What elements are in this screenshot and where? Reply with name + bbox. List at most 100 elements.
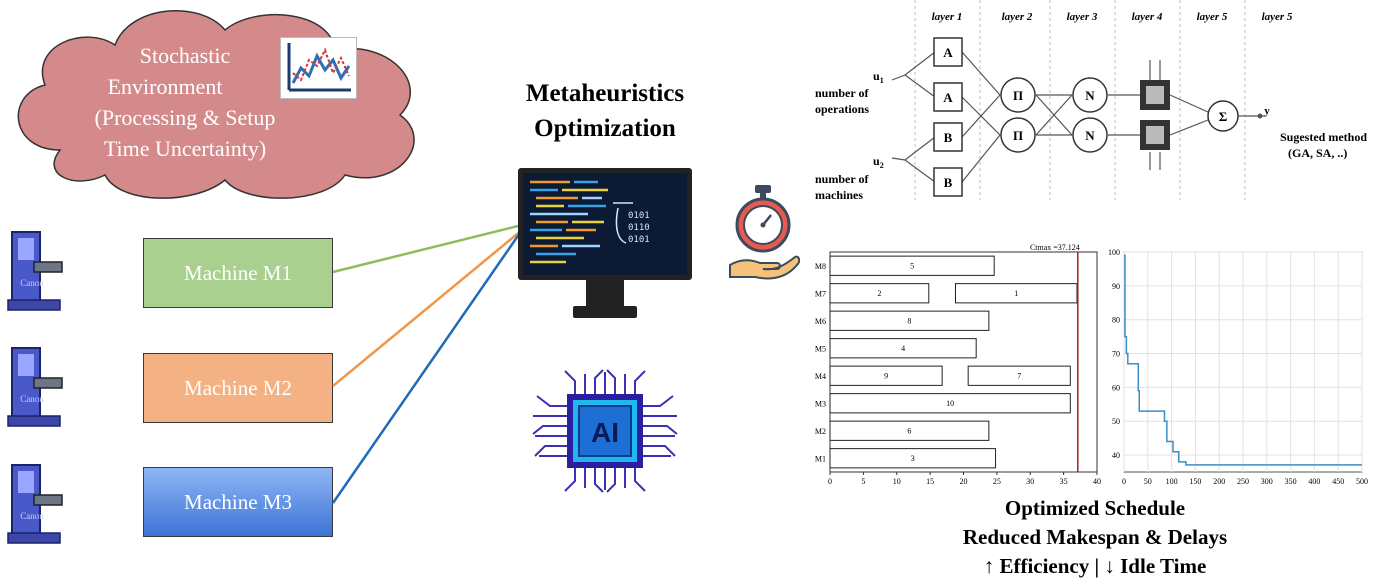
gantt-machine-label: M2 bbox=[815, 427, 826, 436]
conv-x-tick-label: 150 bbox=[1189, 477, 1201, 486]
gantt-task-bar bbox=[829, 310, 990, 331]
machine-icon-label: Canon bbox=[20, 278, 44, 288]
ai-chip-icon: AI bbox=[532, 369, 678, 493]
gantt-task-label: 4 bbox=[901, 344, 905, 353]
output-label: (GA, SA, ..) bbox=[1288, 146, 1347, 160]
conv-y-tick-label: 70 bbox=[1112, 350, 1120, 359]
conv-x-tick-label: 0 bbox=[1122, 477, 1126, 486]
machine-tool-icon: Canon bbox=[7, 231, 63, 311]
gantt-machine-label: M1 bbox=[815, 454, 826, 463]
svg-text:A: A bbox=[943, 90, 953, 105]
conv-x-tick-label: 50 bbox=[1144, 477, 1152, 486]
gantt-task-bar bbox=[829, 338, 977, 359]
svg-text:0101: 0101 bbox=[628, 211, 650, 221]
svg-text:Π: Π bbox=[1013, 88, 1023, 103]
layer-label: layer 5 bbox=[1262, 11, 1293, 23]
gantt-x-tick-label: 30 bbox=[1026, 477, 1034, 486]
gantt-x-tick-label: 20 bbox=[960, 477, 968, 486]
computer-monitor-icon: 0101 0110 0101 bbox=[518, 168, 692, 318]
gantt-task-label: 8 bbox=[907, 317, 911, 326]
gantt-task-bar bbox=[829, 255, 995, 276]
input-label: machines bbox=[815, 188, 863, 202]
stopwatch-hand-icon bbox=[729, 185, 800, 280]
svg-text:Σ: Σ bbox=[1219, 109, 1228, 124]
connector-m3 bbox=[331, 229, 524, 504]
summary-text: Optimized Schedule Reduced Makespan & De… bbox=[900, 494, 1290, 581]
gantt-machine-label: M7 bbox=[815, 289, 826, 298]
gantt-x-tick-label: 0 bbox=[828, 477, 832, 486]
layer-label: layer 3 bbox=[1067, 11, 1098, 23]
conv-x-tick-label: 200 bbox=[1213, 477, 1225, 486]
gantt-task-label: 2 bbox=[877, 289, 881, 298]
machine-m2-box: Machine M2 bbox=[143, 353, 333, 423]
anfis-output-y: y bbox=[1264, 105, 1270, 117]
metaheuristics-title: Metaheuristics Optimization bbox=[505, 76, 705, 146]
gantt-machine-label: M6 bbox=[815, 317, 826, 326]
gantt-x-tick-label: 5 bbox=[861, 477, 865, 486]
summary-line: Reduced Makespan & Delays bbox=[962, 525, 1228, 549]
machine-m1-box: Machine M1 bbox=[143, 238, 333, 308]
gantt-task-bar bbox=[829, 420, 990, 441]
conv-y-tick-label: 50 bbox=[1112, 417, 1120, 426]
gantt-machine-label: M3 bbox=[815, 399, 826, 408]
layer-label: layer 2 bbox=[1002, 11, 1033, 23]
conv-x-tick-label: 500 bbox=[1356, 477, 1368, 486]
title-line: Optimization bbox=[534, 115, 676, 142]
gantt-task-label: 7 bbox=[1017, 372, 1021, 381]
gantt-x-tick-label: 35 bbox=[1060, 477, 1068, 486]
gantt-machine-label: M5 bbox=[815, 344, 826, 353]
gantt-machine-label: M4 bbox=[815, 372, 826, 381]
cloud-line: Time Uncertainty) bbox=[103, 136, 267, 161]
summary-line: ↑ Efficiency | ↓ Idle Time bbox=[983, 554, 1207, 578]
svg-text:0110: 0110 bbox=[628, 223, 650, 233]
svg-text:A: A bbox=[943, 45, 953, 60]
gantt-machine-label: M8 bbox=[815, 262, 826, 271]
machine-tool-icon: Canon bbox=[7, 347, 63, 427]
conv-series-line bbox=[1124, 254, 1362, 466]
connector-m2 bbox=[332, 229, 523, 387]
uncertainty-chart-icon bbox=[280, 37, 357, 99]
gantt-task-label: 3 bbox=[911, 454, 915, 463]
gantt-x-tick-label: 40 bbox=[1093, 477, 1101, 486]
svg-text:N: N bbox=[1085, 88, 1095, 103]
input-u2: u2 bbox=[873, 154, 884, 170]
cloud-line: Stochastic bbox=[139, 43, 231, 68]
gantt-task-label: 6 bbox=[907, 427, 911, 436]
conv-x-tick-label: 350 bbox=[1285, 477, 1297, 486]
gantt-task-label: 1 bbox=[1014, 289, 1018, 298]
gantt-x-tick-label: 25 bbox=[993, 477, 1001, 486]
conv-y-tick-label: 80 bbox=[1112, 316, 1120, 325]
layer-label: layer 1 bbox=[932, 11, 963, 23]
conv-x-tick-label: 450 bbox=[1332, 477, 1344, 486]
conv-y-tick-label: 60 bbox=[1112, 383, 1120, 392]
input-u1: u1 bbox=[873, 69, 884, 85]
input-label: number of bbox=[815, 86, 869, 100]
gantt-task-bar bbox=[829, 283, 930, 304]
summary-line: Optimized Schedule bbox=[1004, 496, 1186, 520]
anfis-network-diagram: layer 1 layer 2 layer 3 layer 4 layer 5 … bbox=[815, 0, 1367, 202]
input-label: number of bbox=[815, 172, 869, 186]
svg-text:Π: Π bbox=[1013, 128, 1023, 143]
gantt-x-tick-label: 10 bbox=[893, 477, 901, 486]
svg-text:N: N bbox=[1085, 128, 1095, 143]
conv-x-tick-label: 100 bbox=[1166, 477, 1178, 486]
gantt-task-bar bbox=[829, 365, 943, 386]
layer-label: layer 4 bbox=[1132, 11, 1163, 23]
gantt-task-bar bbox=[967, 365, 1071, 386]
gantt-task-label: 9 bbox=[884, 372, 888, 381]
machine-tool-icon: Canon bbox=[7, 464, 63, 544]
gantt-task-label: 10 bbox=[946, 399, 954, 408]
conv-x-tick-label: 250 bbox=[1237, 477, 1249, 486]
input-label: operations bbox=[815, 102, 869, 116]
conv-x-tick-label: 400 bbox=[1308, 477, 1320, 486]
conv-y-tick-label: 90 bbox=[1112, 282, 1120, 291]
output-label: Sugested method bbox=[1280, 130, 1367, 144]
svg-text:0101: 0101 bbox=[628, 235, 650, 245]
machine-icon-label: Canon bbox=[20, 394, 44, 404]
svg-text:B: B bbox=[944, 130, 953, 145]
conv-y-tick-label: 100 bbox=[1108, 248, 1120, 257]
gantt-task-bar bbox=[954, 283, 1078, 304]
connector-m1 bbox=[332, 223, 523, 274]
gantt-x-tick-label: 15 bbox=[926, 477, 934, 486]
